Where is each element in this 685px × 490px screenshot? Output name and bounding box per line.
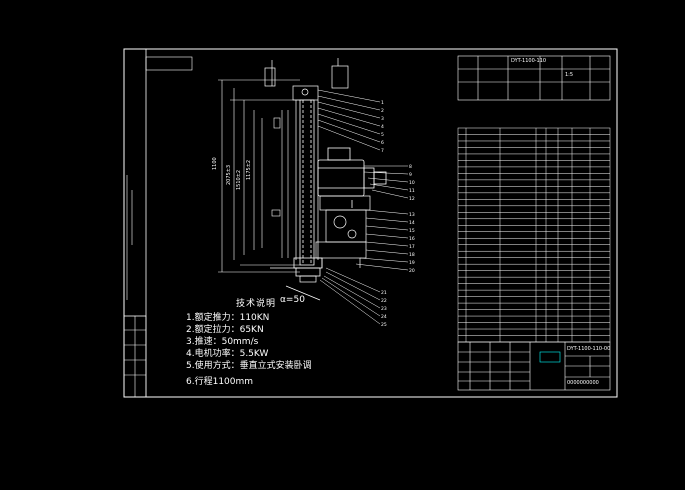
svg-text:8: 8 — [409, 164, 412, 170]
left-guide-rail — [271, 110, 289, 258]
cylinder-head-assembly — [264, 58, 349, 260]
svg-text:25: 25 — [381, 322, 387, 328]
svg-text:2075±3: 2075±3 — [226, 165, 232, 185]
dimension-lines — [218, 79, 300, 273]
svg-text:22: 22 — [381, 298, 387, 304]
note-line: 4.电机功率：5.5KW — [186, 349, 269, 359]
svg-text:6: 6 — [381, 140, 384, 146]
svg-text:13: 13 — [409, 212, 415, 218]
note-line: 5.使用方式：垂直立式安装卧调 — [186, 361, 312, 371]
notes-title: 技术说明 — [236, 299, 277, 309]
svg-text:5: 5 — [381, 132, 384, 138]
svg-text:1510±2: 1510±2 — [236, 170, 242, 190]
svg-text:24: 24 — [381, 314, 387, 320]
note-line: 6.行程1100mm — [186, 377, 254, 387]
svg-text:3: 3 — [381, 116, 384, 122]
electric-motor — [317, 147, 387, 208]
drawing-number: DYT-1100-110 — [511, 58, 547, 64]
angle-label: α=50 — [280, 295, 305, 305]
title-block-bottom — [457, 341, 611, 391]
title-block-header — [457, 55, 611, 101]
svg-text:9: 9 — [409, 172, 412, 178]
svg-text:4: 4 — [381, 124, 384, 130]
pump-gearbox — [315, 195, 371, 268]
part-code: 0000000000 — [567, 380, 599, 386]
left-revision-table — [123, 315, 147, 398]
svg-text:11: 11 — [409, 188, 415, 194]
svg-text:1175±2: 1175±2 — [246, 160, 252, 180]
svg-text:20: 20 — [409, 268, 415, 274]
svg-text:14: 14 — [409, 220, 415, 226]
frame-corner-box — [145, 56, 193, 71]
svg-text:7: 7 — [381, 148, 384, 154]
note-line: 3.推速：50mm/s — [186, 337, 259, 347]
drawing-number-bottom: DYT-1100-110-00 — [567, 346, 611, 352]
svg-text:2: 2 — [381, 108, 384, 114]
note-line: 1.额定推力：110KN — [186, 313, 270, 323]
svg-text:18: 18 — [409, 252, 415, 258]
svg-text:23: 23 — [381, 306, 387, 312]
part-leader-lines — [317, 89, 409, 325]
svg-text:19: 19 — [409, 260, 415, 266]
svg-text:12: 12 — [409, 196, 415, 202]
dimension-texts: 1100 2075±3 1510±2 1175±2 — [212, 157, 252, 190]
left-margin-marks — [124, 175, 146, 317]
cylinder-base — [270, 267, 321, 301]
svg-text:15: 15 — [409, 228, 415, 234]
drawing-frame — [123, 48, 618, 398]
note-line: 2.额定拉力：65KN — [186, 325, 264, 335]
parts-list-table — [457, 127, 611, 343]
scale-label: 1:5 — [565, 72, 574, 78]
svg-text:1100: 1100 — [212, 157, 218, 170]
svg-text:21: 21 — [381, 290, 387, 296]
svg-text:16: 16 — [409, 236, 415, 242]
svg-text:17: 17 — [409, 244, 415, 250]
svg-text:10: 10 — [409, 180, 415, 186]
svg-text:1: 1 — [381, 100, 384, 106]
